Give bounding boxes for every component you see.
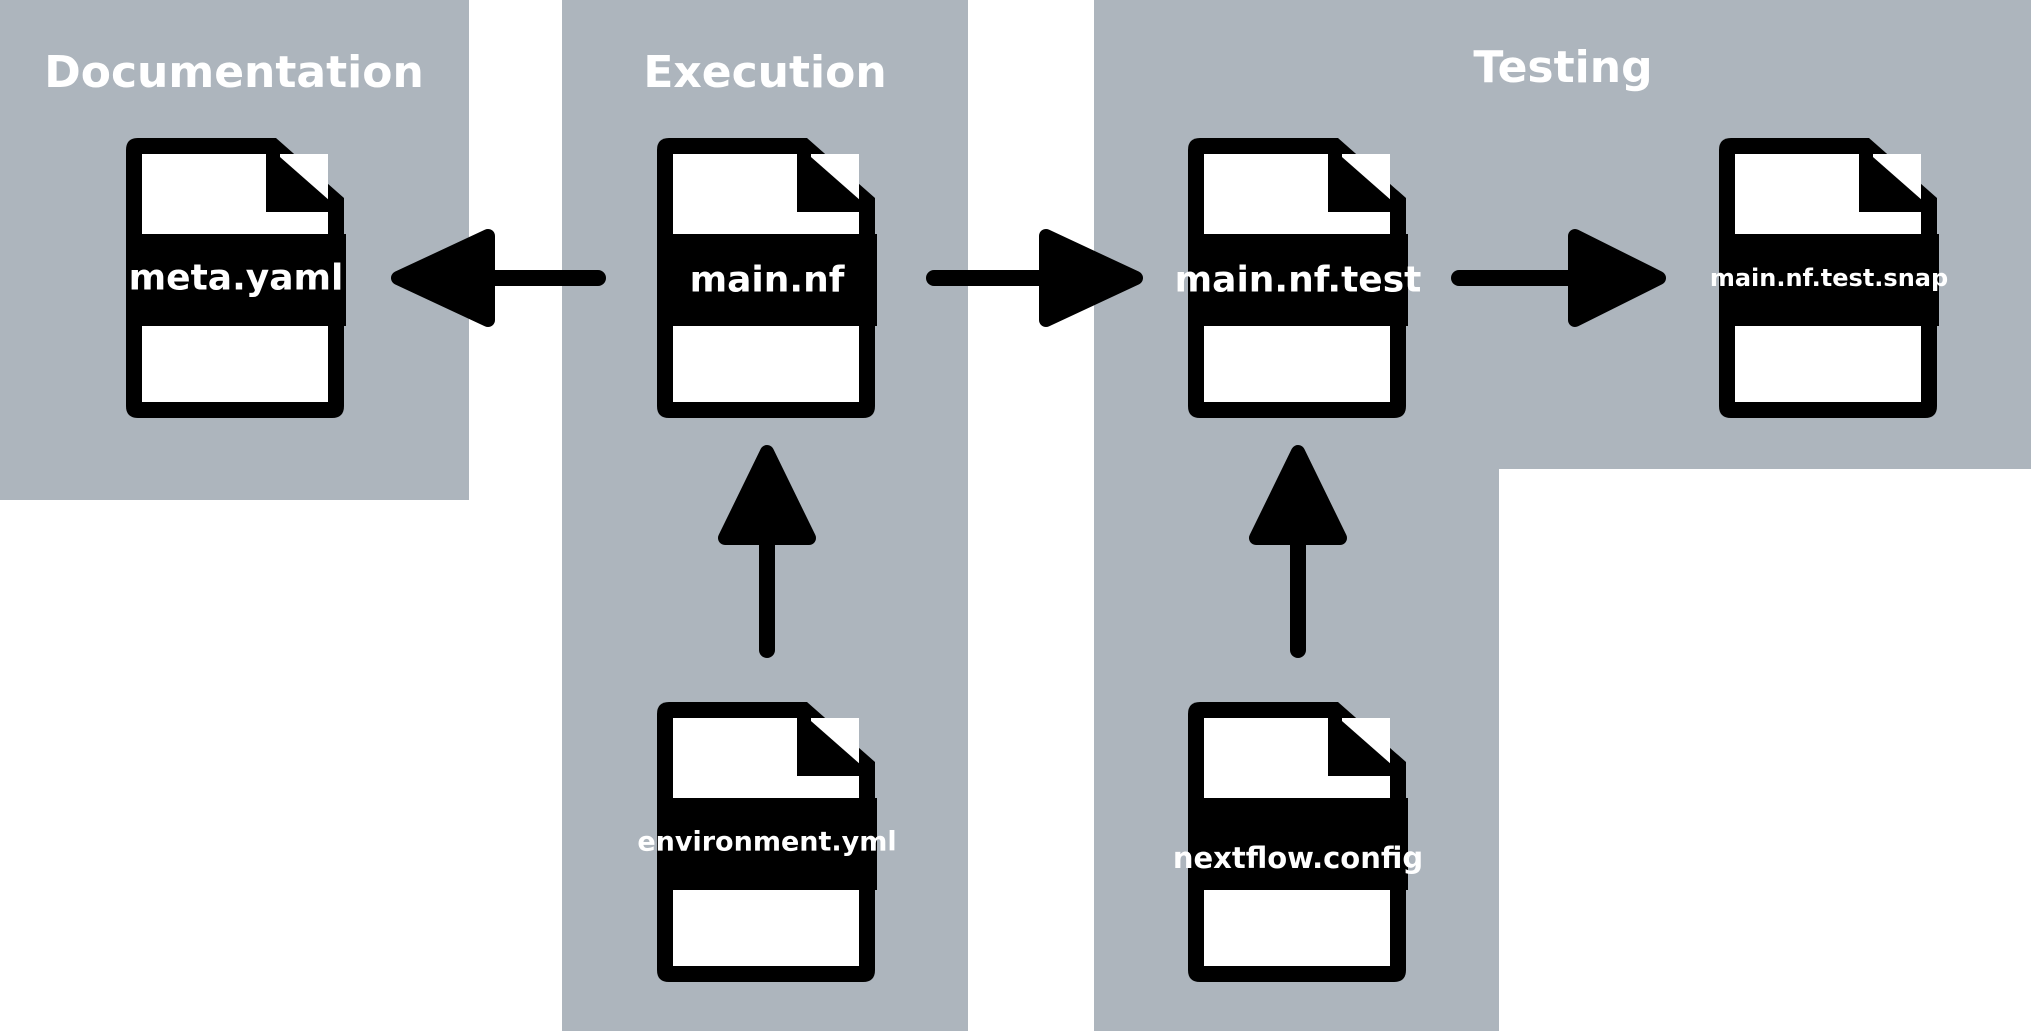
nextflow-config-label: nextflow.config — [1173, 841, 1423, 875]
arrow-main-to-meta — [391, 229, 606, 327]
execution-title: Execution — [643, 47, 886, 98]
main-nf-test-label: main.nf.test — [1175, 260, 1422, 301]
arrow-main-to-test — [926, 229, 1143, 327]
arrow-test-to-snap — [1451, 229, 1666, 327]
main-nf-test-snap-label: main.nf.test.snap — [1710, 264, 1948, 292]
environment-yml-label: environment.yml — [637, 827, 896, 858]
testing-title: Testing — [1473, 42, 1652, 93]
arrow-environment-to-main — [718, 445, 816, 658]
main-nf-label: main.nf — [690, 260, 845, 301]
meta-yaml-label: meta.yaml — [129, 258, 344, 299]
documentation-title: Documentation — [44, 47, 424, 98]
arrow-config-to-test — [1249, 445, 1347, 658]
